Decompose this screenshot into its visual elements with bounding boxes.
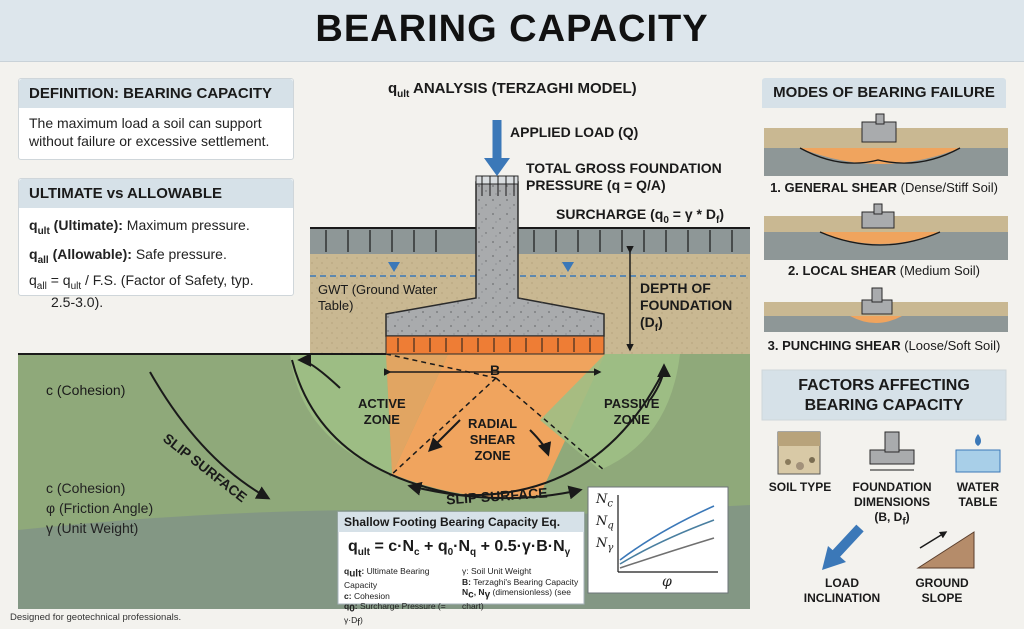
active-wedge-right-down [495, 377, 605, 471]
arrow-slip-left [149, 371, 271, 500]
qult-line: qult (Ultimate): Maximum pressure. [29, 217, 250, 237]
ultimate-allowable-card: ULTIMATE vs ALLOWABLE qult (Ultimate): M… [18, 178, 294, 310]
contact-pressure-band [385, 335, 605, 355]
fs-line: qall = qult / F.S. (Factor of Safety, ty… [29, 271, 254, 311]
factor-soil-type: SOIL TYPE [768, 480, 832, 494]
definition-text-2: without failure or excessive settlement. [29, 133, 270, 149]
water-table-icon [955, 434, 1001, 473]
load-inclination-icon [822, 524, 864, 570]
mode-local-shear-caption: 2. LOCAL SHEAR (Medium Soil) [788, 263, 980, 278]
bearing-diagram [0, 62, 1024, 629]
analysis-heading: qult ANALYSIS (TERZAGHI MODEL) [388, 80, 637, 100]
contact-pressure-arrows [397, 338, 591, 352]
ultimate-allowable-heading: ULTIMATE vs ALLOWABLE [19, 179, 293, 208]
equation-formula: qult = c·Nc + q0·Nq + 0.5·γ·B·Nγ [348, 538, 571, 559]
chart-label-phi: φ [662, 574, 672, 590]
gross-pressure-arrows [481, 176, 515, 196]
factors-panel [761, 369, 1007, 421]
footing-texture [386, 182, 604, 336]
title-bar: BEARING CAPACITY [0, 0, 1024, 62]
chart-label-nc: Nc [596, 492, 613, 510]
definition-heading: DEFINITION: BEARING CAPACITY [19, 79, 293, 108]
applied-load-head [484, 158, 510, 176]
gwt-symbol-right [562, 262, 574, 272]
radial-shear-zone [392, 354, 605, 498]
soil-properties: c (Cohesion) φ (Friction Angle) γ (Unit … [46, 478, 153, 538]
chart-label-ng: Nγ [596, 536, 614, 554]
soil-type-icon [777, 431, 821, 475]
modes-heading: MODES OF BEARING FAILURE [762, 78, 1006, 108]
equation-legend-right: γ: Soil Unit Weight B: Terzaghi's Bearin… [462, 566, 579, 612]
equation-legend-left: qult: Ultimate Bearing Capacity c: Cohes… [344, 566, 446, 629]
applied-load-label: APPLIED LOAD (Q) [510, 124, 639, 140]
mode-punching-shear-figure [764, 287, 1008, 332]
arrow-slip-bottom [407, 481, 583, 500]
active-wedge-left-down [389, 377, 497, 477]
gwt-symbol-left [388, 262, 400, 272]
chart-curve-ng [619, 537, 715, 569]
definition-text-1: The maximum load a soil can support [29, 115, 262, 131]
surcharge-label: SURCHARGE (q0 = γ * Df) [556, 206, 725, 226]
arrow-passive-up [649, 363, 671, 401]
definition-card: DEFINITION: BEARING CAPACITY The maximum… [18, 78, 294, 160]
passive-zone-left [290, 354, 392, 474]
arrow-radial-right [529, 429, 552, 457]
page-title: BEARING CAPACITY [315, 8, 709, 50]
arrow-active-down [428, 419, 461, 452]
equation-header [338, 512, 584, 532]
prop-friction: φ (Friction Angle) [46, 500, 154, 516]
radial-shear-zone-left [386, 354, 448, 474]
mode-general-shear-figure [764, 113, 1008, 176]
ground-slope-icon [916, 531, 975, 569]
passive-zone-right [540, 354, 680, 470]
topsoil-strip [310, 228, 750, 254]
width-b-label: B [490, 362, 501, 378]
prop-cohesion: c (Cohesion) [46, 480, 126, 496]
bearing-factors-chart [587, 486, 729, 594]
chart-curve-nc [619, 505, 715, 561]
foundation-dims-icon [869, 431, 915, 471]
chart-curve-nq [619, 519, 715, 565]
mode-general-shear-caption: 1. GENERAL SHEAR (Dense/Stiff Soil) [770, 180, 998, 195]
mode-punching-shear-caption: 3. PUNCHING SHEAR (Loose/Soft Soil) [767, 338, 1001, 353]
cohesion-top-label: c (Cohesion) [46, 382, 126, 398]
equation-heading: Shallow Footing Bearing Capacity Eq. [344, 515, 561, 529]
arrow-active-left [297, 353, 341, 389]
qall-line: qall (Allowable): Safe pressure. [29, 245, 227, 266]
footer-note: Designed for geotechnical professionals. [10, 612, 182, 623]
mode-local-shear-figure [764, 203, 1008, 260]
prop-unit-weight: γ (Unit Weight) [46, 520, 139, 536]
surcharge-arrows [325, 230, 733, 252]
chart-label-nq: Nq [596, 514, 614, 532]
